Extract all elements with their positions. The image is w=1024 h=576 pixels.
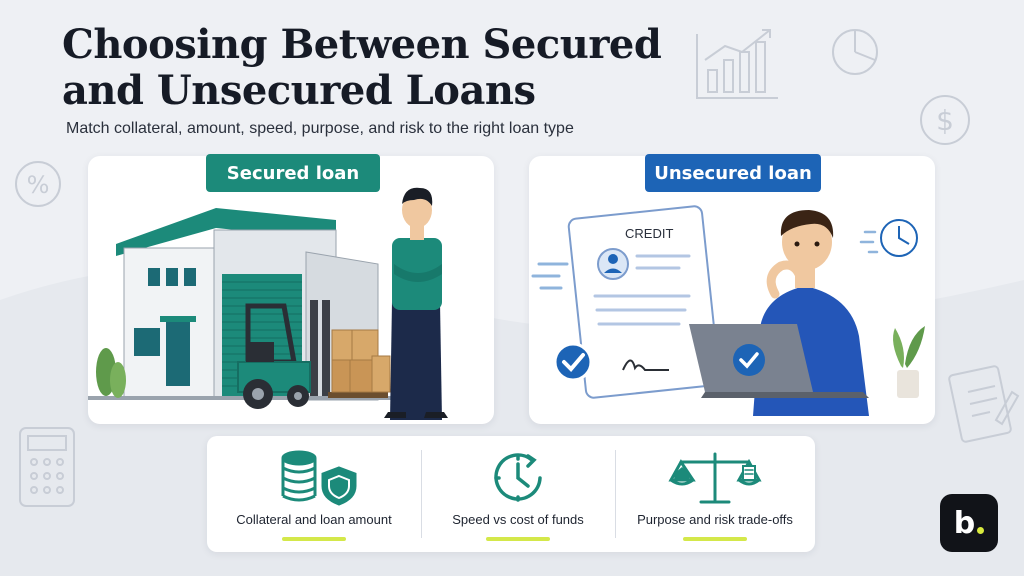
unsecured-loan-badge: Unsecured loan [645, 154, 821, 192]
feature-label: Purpose and risk trade-offs [637, 512, 793, 527]
svg-text:$: $ [936, 104, 954, 137]
divider [421, 450, 422, 538]
logo-letter: b [953, 505, 976, 541]
pie-chart-icon [832, 29, 878, 75]
document-pen-icon [948, 365, 1020, 443]
features-panel: Collateral and loan amount Speed vs cost… [207, 436, 815, 552]
credit-heading: CREDIT [625, 226, 673, 241]
title-line-2: and Unsecured Loans [62, 67, 536, 114]
businessman-icon [384, 187, 448, 420]
page-subtitle: Match collateral, amount, speed, purpose… [66, 120, 574, 137]
check-icon [553, 342, 593, 382]
unsecured-loan-card: CREDIT [529, 156, 935, 424]
page-title: Choosing Between Secured and Unsecured L… [62, 22, 702, 114]
plant-icon [96, 348, 126, 398]
bar-chart-icon [696, 29, 778, 99]
laptop-icon [689, 324, 869, 398]
boxes-icon [331, 329, 391, 393]
warehouse-illustration [88, 187, 448, 420]
credit-illustration: CREDIT [531, 205, 925, 416]
feature-speed: Speed vs cost of funds [421, 436, 615, 552]
divider [615, 450, 616, 538]
forklift-icon [237, 300, 388, 409]
percent-icon: % [15, 161, 61, 207]
dollar-icon: $ [920, 95, 970, 145]
feature-label: Collateral and loan amount [236, 512, 392, 527]
logo-dot [977, 526, 985, 534]
title-line-1: Choosing Between Secured [62, 21, 662, 68]
feature-collateral: Collateral and loan amount [207, 436, 421, 552]
brand-logo: b [940, 494, 998, 552]
secured-loan-card [88, 156, 494, 424]
credit-document-icon [567, 205, 721, 399]
clock-icon [859, 219, 918, 257]
svg-text:%: % [27, 171, 50, 199]
secured-loan-badge: Secured loan [206, 154, 380, 192]
feature-underline [683, 537, 747, 541]
feature-label: Speed vs cost of funds [452, 512, 584, 527]
scales-icon [668, 452, 762, 504]
feature-purpose-risk: Purpose and risk trade-offs [615, 436, 815, 552]
calculator-icon [19, 427, 75, 507]
plant-icon [893, 326, 925, 398]
feature-underline [282, 537, 346, 541]
feature-underline [486, 537, 550, 541]
clock-icon [494, 453, 542, 502]
coins-shield-icon [281, 450, 357, 506]
